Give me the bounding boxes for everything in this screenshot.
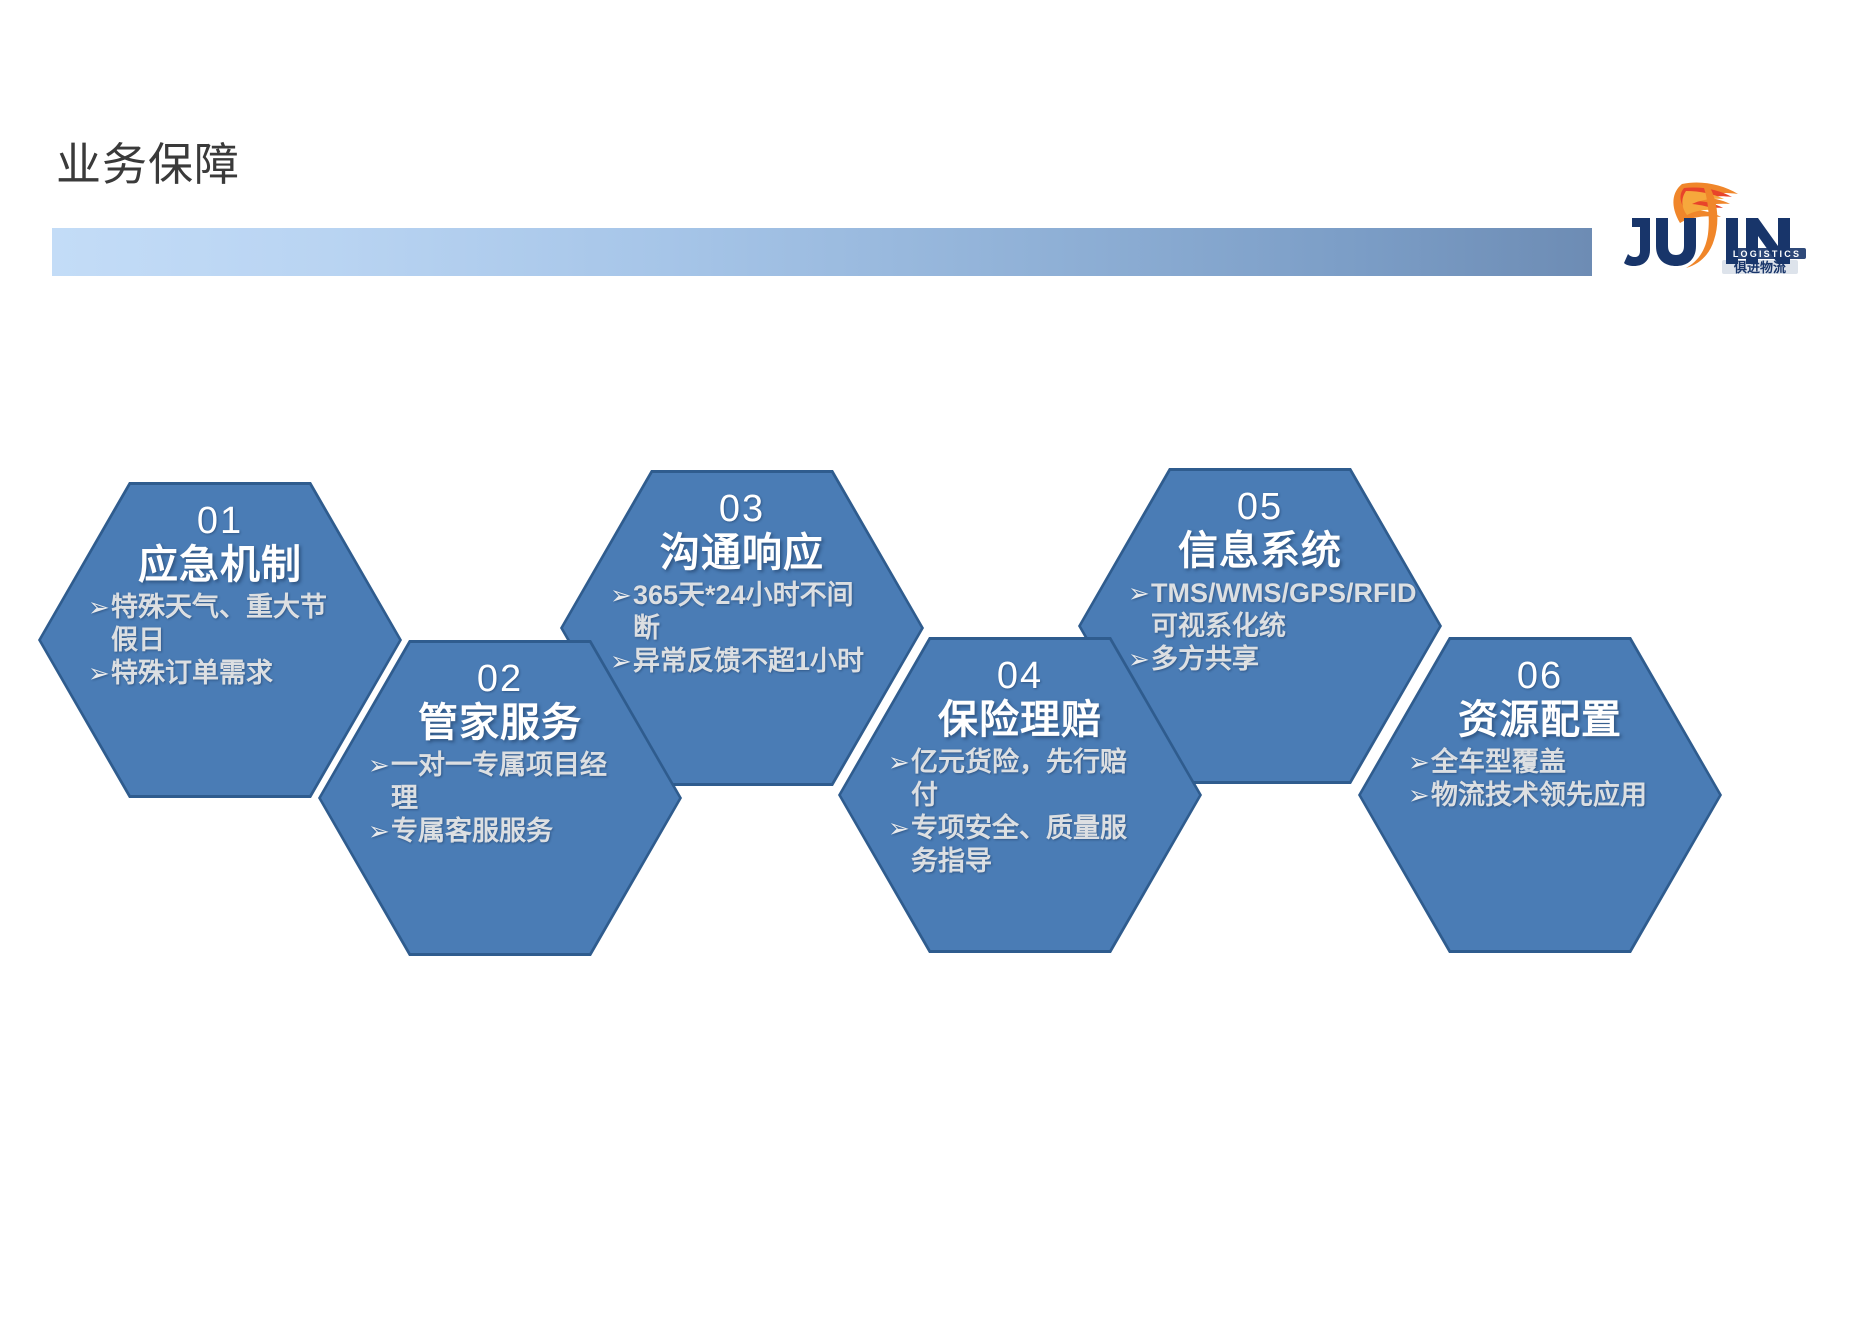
hexagon-step-06[interactable]: 06 资源配置 ➢ 全车型覆盖 ➢ 物流技术领先应用 — [1358, 637, 1722, 953]
bullet-text: 多方共享 — [1151, 643, 1259, 674]
hexagon-heading-01: 应急机制 — [138, 542, 302, 587]
bullet-item: ➢ 亿元货险，先行赔付 — [888, 746, 1152, 812]
hexagon-bullets-01: ➢ 特殊天气、重大节假日 ➢ 特殊订单需求 — [88, 591, 352, 690]
chevron-right-icon: ➢ — [1408, 779, 1430, 810]
bullet-text: 专项安全、质量服务指导 — [911, 812, 1127, 876]
svg-text:LOGISTICS: LOGISTICS — [1733, 249, 1801, 259]
hexagon-heading-02: 管家服务 — [418, 700, 582, 745]
hexagon-content-05: 05 信息系统 ➢ TMS/WMS/GPS/RFID可视系化统 ➢ 多方共享 — [1128, 486, 1417, 676]
bullet-text: 特殊订单需求 — [111, 657, 273, 688]
bullet-item: ➢ 一对一专属项目经理 — [368, 749, 632, 815]
bullet-item: ➢ 365天*24小时不间断 — [610, 579, 874, 645]
bullet-text: 专属客服服务 — [391, 815, 553, 846]
bullet-item: ➢ 全车型覆盖 — [1408, 746, 1672, 779]
chevron-right-icon: ➢ — [88, 657, 110, 688]
hexagon-bullets-05: ➢ TMS/WMS/GPS/RFID可视系化统 ➢ 多方共享 — [1128, 577, 1417, 676]
hexagon-content-02: 02 管家服务 ➢ 一对一专属项目经理 ➢ 专属客服服务 — [368, 658, 632, 848]
bullet-item: ➢ 物流技术领先应用 — [1408, 779, 1672, 812]
hexagon-number-05: 05 — [1236, 486, 1284, 528]
bullet-item: ➢ 专属客服服务 — [368, 815, 632, 848]
hexagon-number-01: 01 — [196, 500, 244, 542]
title-accent-bar — [52, 228, 1592, 276]
hexagon-heading-05: 信息系统 — [1178, 528, 1342, 573]
chevron-right-icon: ➢ — [1128, 577, 1150, 608]
hexagon-content-01: 01 应急机制 ➢ 特殊天气、重大节假日 ➢ 特殊订单需求 — [88, 500, 352, 690]
bullet-text: 特殊天气、重大节假日 — [111, 591, 327, 655]
hexagon-heading-03: 沟通响应 — [660, 530, 824, 575]
hexagon-step-02[interactable]: 02 管家服务 ➢ 一对一专属项目经理 ➢ 专属客服服务 — [318, 640, 682, 956]
bullet-text: TMS/WMS/GPS/RFID可视系化统 — [1151, 577, 1417, 641]
hexagon-fill-02 — [321, 643, 679, 953]
chevron-right-icon: ➢ — [1408, 746, 1430, 777]
bullet-text: 亿元货险，先行赔付 — [911, 746, 1127, 810]
hexagon-step-04[interactable]: 04 保险理赔 ➢ 亿元货险，先行赔付 ➢ 专项安全、质量服务指导 — [838, 637, 1202, 953]
jujin-logistics-logo: LOGISTICS 俱进物流 — [1622, 178, 1818, 275]
hexagon-heading-06: 资源配置 — [1458, 697, 1622, 742]
bullet-text: 全车型覆盖 — [1431, 746, 1566, 777]
hexagon-heading-04: 保险理赔 — [938, 697, 1102, 742]
chevron-right-icon: ➢ — [610, 645, 632, 676]
hexagon-content-04: 04 保险理赔 ➢ 亿元货险，先行赔付 ➢ 专项安全、质量服务指导 — [888, 655, 1152, 878]
hexagon-content-06: 06 资源配置 ➢ 全车型覆盖 ➢ 物流技术领先应用 — [1408, 655, 1672, 812]
bullet-item: ➢ 特殊订单需求 — [88, 657, 352, 690]
chevron-right-icon: ➢ — [1128, 643, 1150, 674]
chevron-right-icon: ➢ — [88, 591, 110, 622]
hexagon-fill-01 — [41, 485, 399, 795]
slide-title: 业务保障 — [56, 139, 241, 190]
bullet-item: ➢ 多方共享 — [1128, 643, 1392, 676]
hexagon-bullets-02: ➢ 一对一专属项目经理 ➢ 专属客服服务 — [368, 749, 632, 848]
hexagon-bullets-04: ➢ 亿元货险，先行赔付 ➢ 专项安全、质量服务指导 — [888, 746, 1152, 878]
hexagon-number-02: 02 — [476, 658, 524, 700]
hexagon-content-03: 03 沟通响应 ➢ 365天*24小时不间断 ➢ 异常反馈不超1小时 — [610, 488, 874, 678]
chevron-right-icon: ➢ — [610, 579, 632, 610]
chevron-right-icon: ➢ — [368, 749, 390, 780]
svg-text:俱进物流: 俱进物流 — [1733, 260, 1786, 274]
hexagon-number-04: 04 — [996, 655, 1044, 697]
chevron-right-icon: ➢ — [368, 815, 390, 846]
bullet-text: 365天*24小时不间断 — [633, 579, 854, 643]
bullet-item: ➢ 专项安全、质量服务指导 — [888, 812, 1152, 878]
hexagon-bullets-03: ➢ 365天*24小时不间断 ➢ 异常反馈不超1小时 — [610, 579, 874, 678]
bullet-item: ➢ TMS/WMS/GPS/RFID可视系化统 — [1128, 577, 1417, 643]
hexagon-step-01[interactable]: 01 应急机制 ➢ 特殊天气、重大节假日 ➢ 特殊订单需求 — [38, 482, 402, 798]
hexagon-number-03: 03 — [718, 488, 766, 530]
bullet-item: ➢ 异常反馈不超1小时 — [610, 645, 874, 678]
hexagon-bullets-06: ➢ 全车型覆盖 ➢ 物流技术领先应用 — [1408, 746, 1672, 812]
bullet-text: 一对一专属项目经理 — [391, 749, 607, 813]
bullet-text: 异常反馈不超1小时 — [633, 645, 865, 676]
bullet-item: ➢ 特殊天气、重大节假日 — [88, 591, 352, 657]
chevron-right-icon: ➢ — [888, 746, 910, 777]
bullet-text: 物流技术领先应用 — [1431, 779, 1647, 810]
chevron-right-icon: ➢ — [888, 812, 910, 843]
hexagon-number-06: 06 — [1516, 655, 1564, 697]
